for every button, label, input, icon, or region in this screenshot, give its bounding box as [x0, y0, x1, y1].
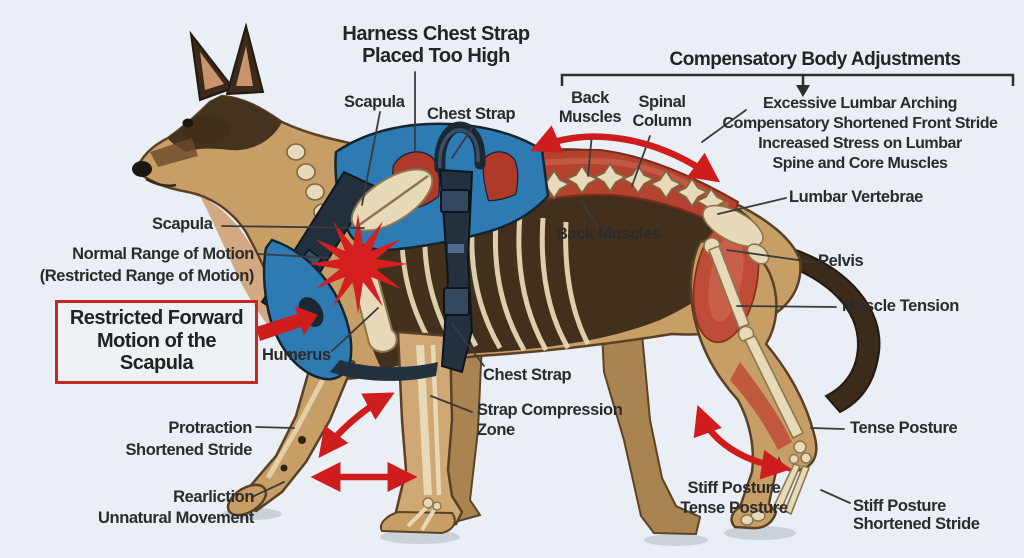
label-stiff-shortened-stride: Stiff Posture Shortened Stride	[853, 497, 980, 534]
label-humerus: Humerus	[262, 346, 331, 364]
label-pelvis: Pelvis	[818, 252, 864, 270]
ears	[189, 22, 265, 102]
restricted-motion-box: Restricted Forward Motion of the Scapula	[55, 300, 258, 384]
hind-leg	[689, 204, 818, 530]
belly-strap	[330, 360, 438, 381]
label-scapula-left: Scapula	[152, 215, 213, 233]
label-tense-posture: Tense Posture	[850, 419, 958, 437]
label-chest-strap-top: Chest Strap	[427, 105, 516, 123]
bracket-arrow-icon	[796, 85, 810, 97]
red-arrows	[310, 125, 792, 492]
pain-starburst	[308, 214, 408, 314]
label-strap-compression: Strap Compression Zone	[477, 401, 623, 440]
front-leg-raised	[226, 344, 356, 517]
strap-buckle-upper	[440, 189, 470, 213]
label-lumbar-vertebrae: Lumbar Vertebrae	[789, 188, 923, 206]
compensatory-details: Excessive Lumbar Arching Compensatory Sh…	[722, 95, 998, 172]
label-back-muscles-top: Back Muscles	[558, 89, 622, 127]
label-back-muscles-mid: Back Muscles	[556, 225, 661, 243]
label-protraction: Protraction Shortened Stride	[125, 419, 252, 460]
label-range-of-motion: Normal Range of Motion (Restricted Range…	[39, 245, 255, 286]
label-muscle-tension: Muscle Tension	[842, 297, 959, 315]
far-legs	[443, 330, 702, 536]
leader-lines	[221, 71, 851, 504]
tail	[776, 246, 881, 414]
label-spinal-column: Spinal Column	[632, 93, 692, 131]
girth-strap	[438, 168, 474, 374]
label-stiff-tense-posture: Stiff Posture Tense Posture	[680, 479, 788, 518]
label-chest-strap-low: Chest Strap	[483, 366, 572, 384]
restricted-motion-arrow	[256, 306, 318, 341]
spine-arch-arrow	[530, 125, 721, 183]
strap-buckle-lower	[443, 287, 470, 316]
section-bracket	[560, 73, 1015, 97]
label-restriction: Rearliction Unnatural Movement	[98, 488, 254, 528]
label-scapula-top: Scapula	[344, 93, 405, 111]
diagram-title: Harness Chest Strap Placed Too High	[342, 23, 530, 67]
front-stride-arc-arrow	[318, 392, 395, 458]
compensatory-heading: Compensatory Body Adjustments	[669, 49, 961, 70]
harness-window-muscle-2	[483, 152, 518, 200]
hind-leg-arc-arrow	[693, 404, 792, 480]
